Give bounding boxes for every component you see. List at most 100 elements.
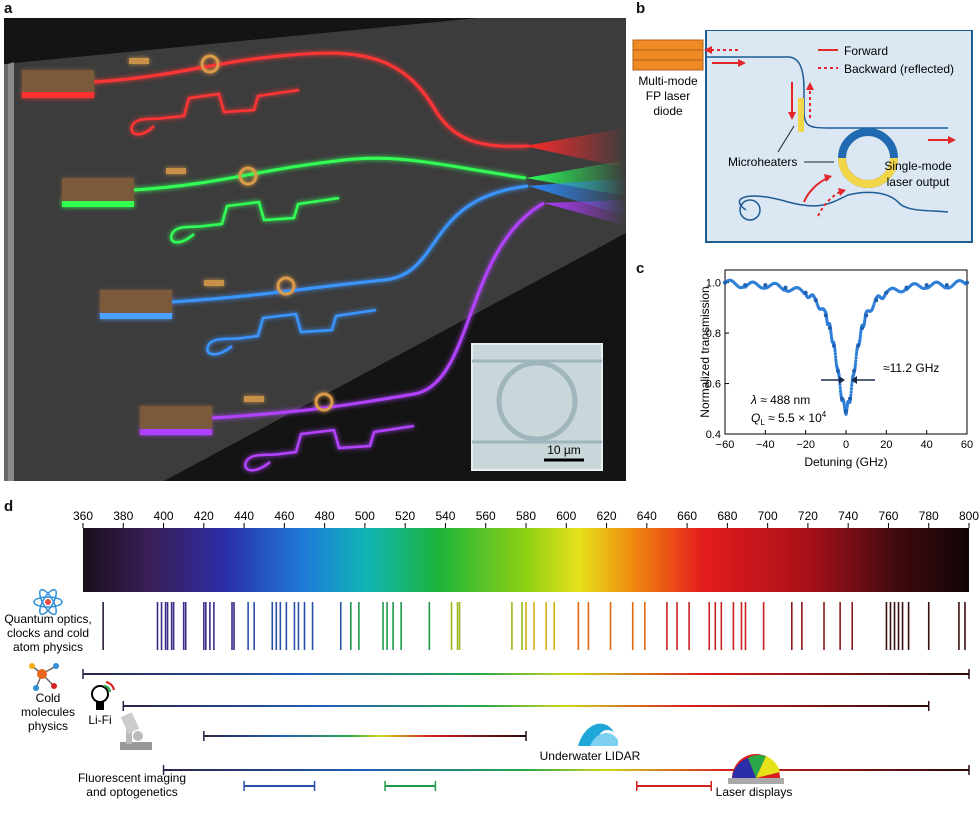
fwhm-arrow-left <box>839 376 845 384</box>
violet-laser-device <box>140 201 545 472</box>
lightbulb-icon <box>91 681 115 710</box>
x-tick-label: 40 <box>921 439 933 451</box>
quantum-label-line2: clocks and cold <box>7 626 89 640</box>
data-point <box>803 290 808 295</box>
legend-backward: Backward (reflected) <box>844 62 954 76</box>
data-point <box>848 396 853 401</box>
device-schematic: Multi-mode FP laser diode Forward Backwa… <box>632 30 973 243</box>
y-axis-label: Normalized transmission <box>698 286 712 417</box>
data-point <box>831 343 836 348</box>
x-tick-label: −40 <box>756 439 775 451</box>
microheaters-label: Microheaters <box>728 155 797 169</box>
data-point <box>856 343 861 348</box>
data-point <box>783 285 788 290</box>
lidar-label: Underwater LIDAR <box>540 749 641 763</box>
application-range-bar <box>636 785 712 787</box>
fwhm-arrow-right <box>851 376 857 384</box>
cold-label-line1: Cold <box>36 691 61 705</box>
source-label-line3: diode <box>653 104 683 118</box>
y-tick-label: 0.8 <box>706 328 721 340</box>
panel-label-a: a <box>4 0 13 17</box>
wavelength-tick-label: 760 <box>878 509 898 523</box>
data-point <box>852 368 857 373</box>
drop-waveguide <box>738 191 949 213</box>
scale-bar-label: 10 µm <box>547 443 581 457</box>
wavelength-tick-label: 700 <box>758 509 778 523</box>
panel-label-d: d <box>4 498 14 515</box>
panel-label-b: b <box>636 0 646 17</box>
molecule-icon <box>29 663 59 691</box>
data-point <box>850 380 854 384</box>
x-tick-label: −60 <box>716 439 735 451</box>
data-point <box>834 358 838 362</box>
data-point <box>924 283 929 288</box>
data-point <box>833 352 837 356</box>
data-point <box>853 364 857 368</box>
wavelength-tick-label: 780 <box>919 509 939 523</box>
chip-surface <box>4 18 626 481</box>
data-point <box>849 386 854 391</box>
displays-label: Laser displays <box>716 785 793 799</box>
wavelength-tick-label: 800 <box>959 509 979 523</box>
data-point <box>858 334 863 338</box>
y-tick-label: 0.4 <box>706 429 721 441</box>
wavelength-tick-label: 360 <box>73 509 93 523</box>
wavelength-tick-label: 480 <box>315 509 335 523</box>
display-fan-icon <box>728 754 784 784</box>
lifi-label: Li-Fi <box>88 713 111 727</box>
y-tick-label: 0.6 <box>706 379 721 391</box>
data-point <box>849 393 853 397</box>
wavelength-tick-label: 660 <box>677 509 697 523</box>
data-point <box>763 283 768 288</box>
wavelength-annotation: λ ≈ 488 nm <box>750 393 810 407</box>
data-point <box>944 283 949 288</box>
quantum-label-line1: Quantum optics, <box>4 612 91 626</box>
wave-icon <box>578 723 618 746</box>
visible-spectrum-bar <box>83 528 969 592</box>
application-range-bar <box>163 769 969 771</box>
x-tick-label: −20 <box>796 439 815 451</box>
application-range-bar <box>123 705 929 707</box>
wavelength-tick-label: 400 <box>154 509 174 523</box>
chip-render: 10 µm <box>4 18 626 481</box>
data-point <box>854 359 858 363</box>
data-point <box>854 353 858 357</box>
data-point <box>864 313 869 318</box>
x-axis-label: Detuning (GHz) <box>804 455 887 469</box>
data-point <box>858 336 862 340</box>
wavelength-tick-label: 620 <box>597 509 617 523</box>
wavelength-tick-label: 500 <box>355 509 375 523</box>
quantum-label-line3: atom physics <box>13 640 83 654</box>
fluorescence-label-line2: and optogenetics <box>86 785 177 799</box>
green-laser-device <box>62 156 527 244</box>
source-label-line1: Multi-mode <box>638 74 698 88</box>
cold-label-line2: molecules <box>21 705 75 719</box>
data-point <box>813 298 818 303</box>
data-point <box>874 298 879 303</box>
wavelength-tick-label: 560 <box>476 509 496 523</box>
data-point <box>835 368 840 373</box>
fluorescence-label-line1: Fluorescent imaging <box>78 771 186 785</box>
cold-label-line3: physics <box>28 719 68 733</box>
wavelength-tick-label: 420 <box>194 509 214 523</box>
data-point <box>827 326 832 331</box>
data-point <box>884 290 889 295</box>
atom-icon <box>33 588 63 616</box>
wavelength-tick-label: 440 <box>234 509 254 523</box>
wavelength-tick-label: 580 <box>516 509 536 523</box>
wavelength-tick-label: 720 <box>798 509 818 523</box>
violet-output-beam <box>544 200 626 226</box>
data-point <box>834 355 838 359</box>
data-point <box>833 349 837 353</box>
data-point <box>860 326 865 331</box>
chip-outline <box>705 30 973 243</box>
microscope-icon <box>120 712 152 750</box>
data-point <box>838 389 843 393</box>
data-point <box>850 383 854 387</box>
data-point <box>823 313 828 318</box>
wavelength-tick-label: 640 <box>637 509 657 523</box>
x-tick-label: 20 <box>880 439 892 451</box>
data-point <box>854 356 858 360</box>
